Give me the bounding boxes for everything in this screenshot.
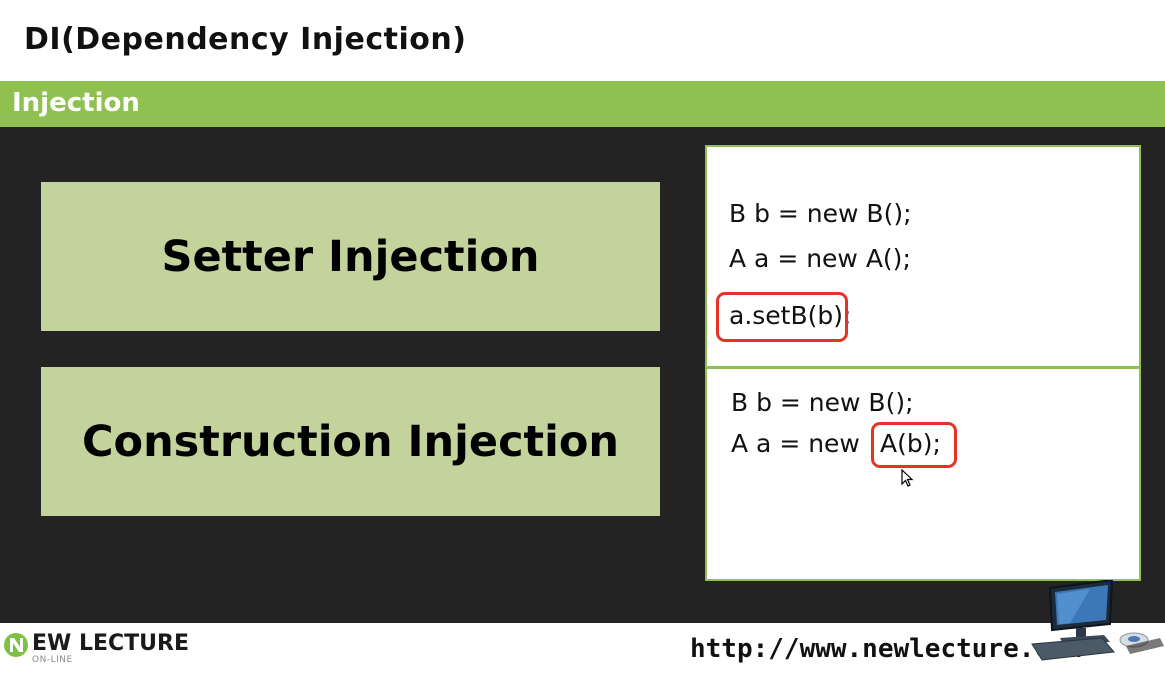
- logo-icon: [4, 633, 28, 657]
- code-divider: [707, 366, 1139, 369]
- setter-injection-box: Setter Injection: [41, 182, 660, 331]
- section-banner: Injection: [0, 81, 1165, 127]
- setter-code-line-1: B b = new B();: [729, 199, 912, 228]
- constructor-injection-label: Construction Injection: [81, 416, 620, 467]
- constructor-code-line-1: B b = new B();: [731, 388, 914, 417]
- setter-injection-label: Setter Injection: [161, 231, 540, 282]
- constructor-code-line-2: A a = new: [731, 429, 868, 458]
- footer: [0, 623, 1165, 695]
- page-title: DI(Dependency Injection): [24, 22, 467, 57]
- brand-logo: EW LECTURE ON-LINE: [2, 628, 192, 666]
- constructor-call-highlight: [871, 422, 957, 468]
- constructor-call-text: A(b);: [880, 429, 941, 458]
- mouse-cursor-icon: [901, 469, 914, 487]
- constructor-injection-box: Construction Injection: [41, 367, 660, 516]
- code-panel: [705, 145, 1141, 581]
- setter-call-highlight: [716, 292, 848, 342]
- computer-icon: [1031, 580, 1164, 661]
- section-title: Injection: [12, 88, 140, 118]
- setter-code-line-3: a.setB(b);: [729, 301, 852, 330]
- website-url: http://www.newlecture.com: [690, 634, 1082, 664]
- logo-subtext: ON-LINE: [32, 655, 73, 665]
- logo-text: EW LECTURE: [32, 631, 189, 656]
- setter-code-line-2: A a = new A();: [729, 244, 911, 273]
